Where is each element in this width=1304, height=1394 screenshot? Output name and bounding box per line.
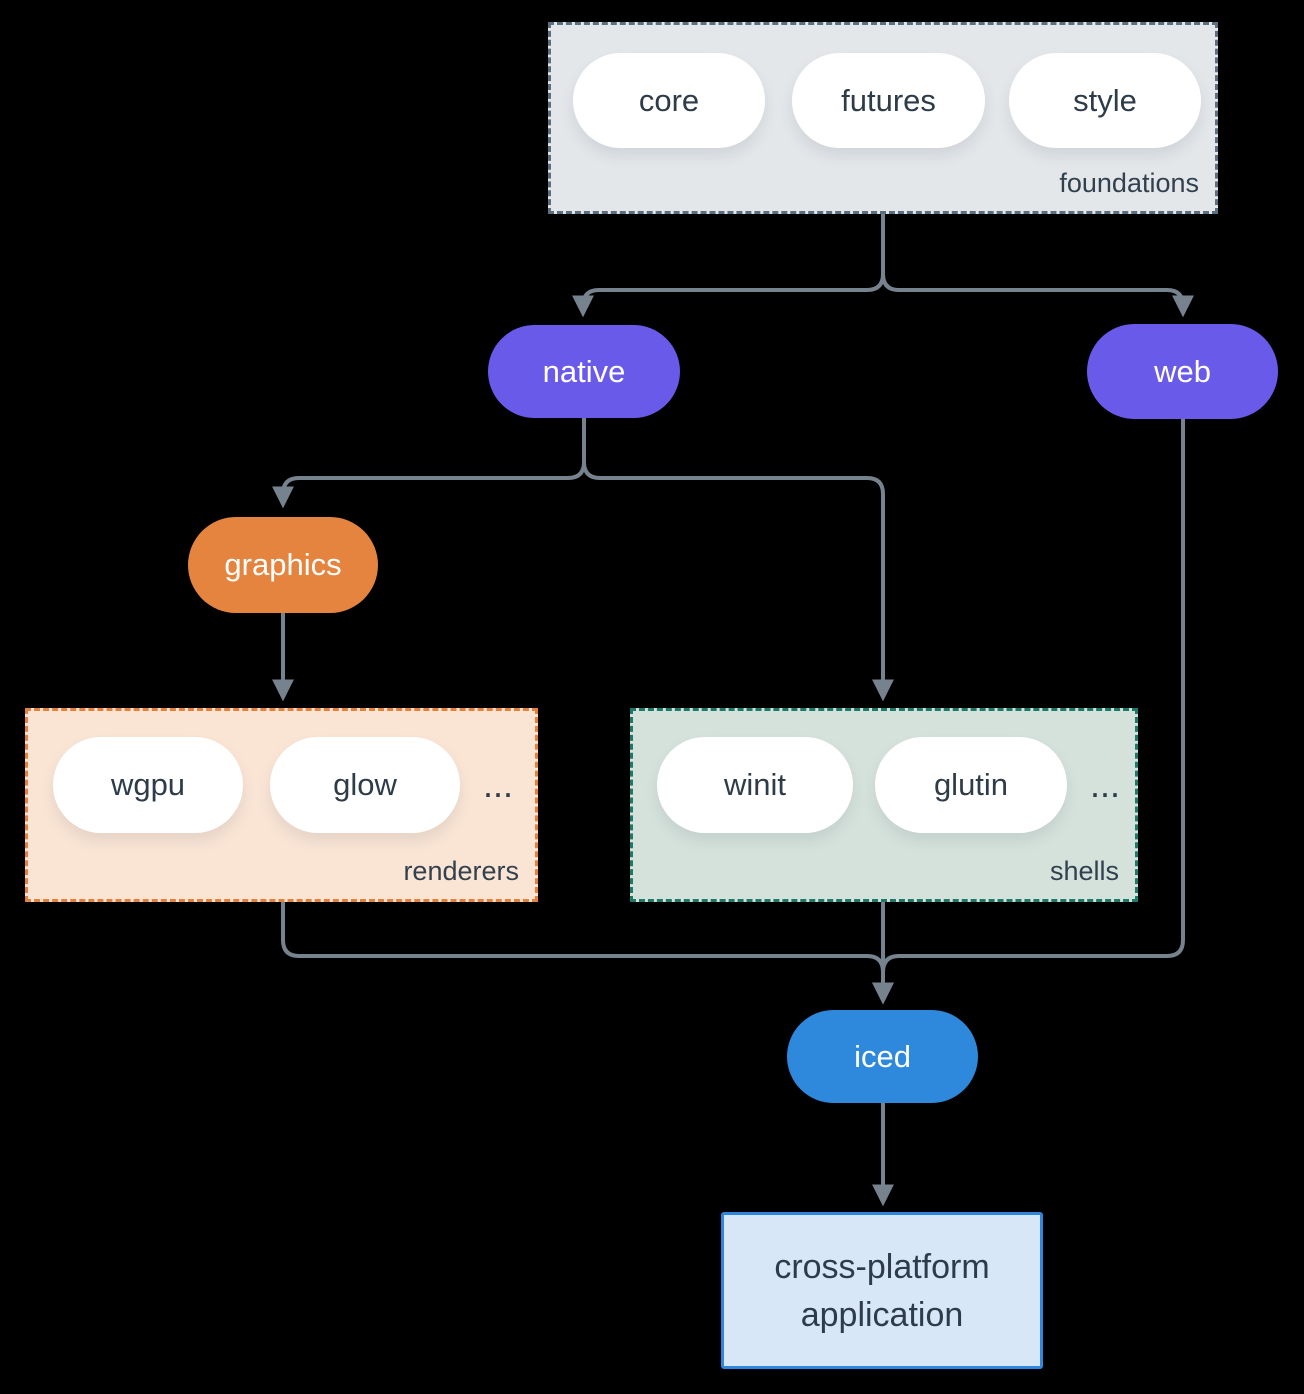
group-shells-label: shells <box>1049 856 1119 886</box>
terminal-cross-platform-application: cross-platform application <box>721 1212 1043 1369</box>
node-iced: iced <box>787 1010 978 1103</box>
group-renderers: wgpu glow ... renderers <box>25 708 538 902</box>
pill-futures: futures <box>792 53 985 148</box>
edge-native-shells <box>582 418 894 702</box>
node-iced-label: iced <box>854 1038 911 1074</box>
pill-style: style <box>1009 53 1201 148</box>
group-shells: winit glutin ... shells <box>630 708 1138 902</box>
pill-futures-label: futures <box>841 82 936 118</box>
pill-winit: winit <box>657 737 853 833</box>
pill-wgpu-label: wgpu <box>110 767 186 802</box>
terminal-label-line1: cross-platform <box>774 1247 990 1286</box>
edge-native-graphics <box>272 418 586 509</box>
node-web: web <box>1087 324 1278 419</box>
terminal-label-line2: application <box>800 1295 964 1334</box>
pill-style-label: style <box>1073 82 1137 118</box>
pill-glow-label: glow <box>333 767 397 802</box>
pill-winit-label: winit <box>723 767 786 802</box>
group-foundations: core futures style foundations <box>548 22 1218 214</box>
pill-wgpu: wgpu <box>53 737 243 833</box>
edge-renderers-iced <box>281 902 894 1005</box>
pill-glutin-label: glutin <box>933 767 1009 802</box>
renderers-ellipsis: ... <box>482 764 513 805</box>
shells-ellipsis: ... <box>1089 764 1120 805</box>
pill-glutin: glutin <box>875 737 1067 833</box>
group-renderers-label: renderers <box>403 856 519 886</box>
node-native: native <box>488 325 680 418</box>
edge-foundations-web <box>881 214 1194 318</box>
node-graphics-label: graphics <box>224 547 342 582</box>
pill-glow: glow <box>270 737 460 833</box>
pill-core: core <box>573 53 765 148</box>
node-native-label: native <box>542 353 626 389</box>
edge-foundations-native <box>572 214 885 318</box>
node-web-label: web <box>1154 353 1211 389</box>
pill-core-label: core <box>638 82 700 118</box>
group-foundations-label: foundations <box>1059 168 1199 198</box>
node-graphics: graphics <box>188 517 378 613</box>
